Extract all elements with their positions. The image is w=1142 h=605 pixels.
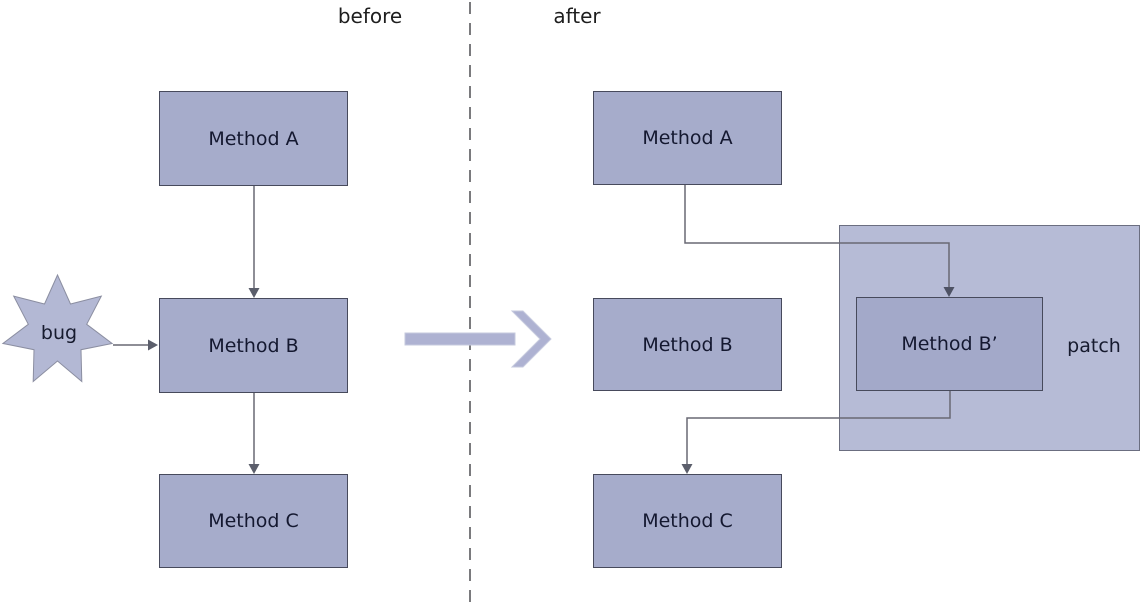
after-bprime-to-c-arrowhead-icon	[681, 464, 693, 474]
after-label: after	[553, 4, 601, 28]
before-label: before	[337, 4, 403, 28]
method-b-box-after: Method B	[593, 298, 782, 391]
method-b-prime-box: Method B’	[856, 297, 1043, 391]
after-a-to-bprime-connector	[684, 185, 950, 287]
method-a-box-before: Method A	[159, 91, 348, 186]
after-a-to-bprime-arrowhead-icon	[943, 287, 955, 297]
method-c-box-after: Method C	[593, 474, 782, 568]
bug-label: bug	[40, 322, 78, 344]
bug-to-method-b-arrowhead-icon	[148, 339, 158, 351]
method-c-box-before: Method C	[159, 474, 348, 568]
transition-arrow-head-icon	[510, 310, 552, 368]
patch-label: patch	[1067, 335, 1121, 357]
bug-star-shape	[1, 273, 114, 383]
method-a-box-after: Method A	[593, 91, 782, 185]
method-b-box-before: Method B	[159, 298, 348, 393]
before-b-to-c-arrowhead-icon	[248, 464, 260, 474]
after-bprime-to-c-connector	[686, 391, 951, 464]
transition-arrow-bar	[404, 332, 516, 346]
before-a-to-b-arrowhead-icon	[248, 288, 260, 298]
